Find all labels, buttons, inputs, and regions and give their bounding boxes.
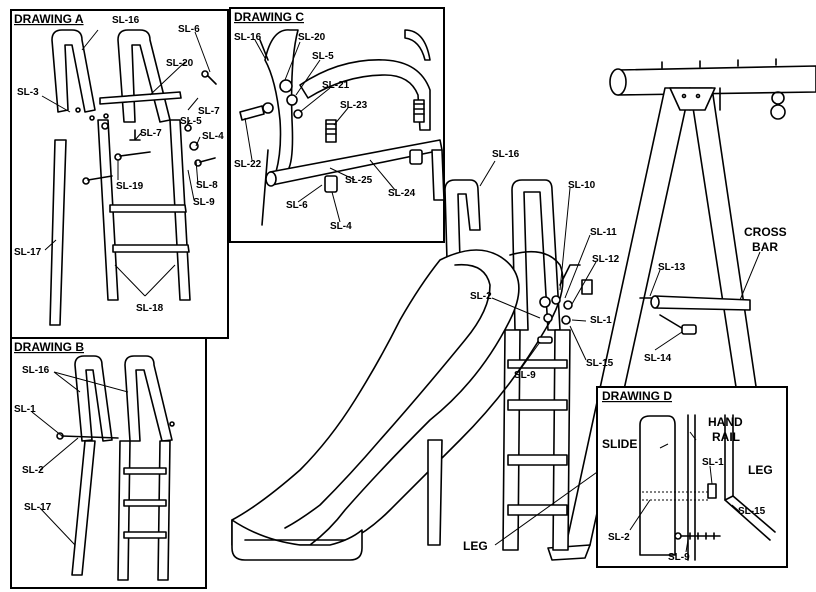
- label-c-sl16: SL-16: [234, 32, 262, 43]
- ladder: [502, 179, 571, 551]
- label-d-sl15: SL-15: [738, 506, 766, 517]
- wavy-slide: [231, 249, 564, 561]
- label-main-sl16: SL-16: [492, 149, 520, 160]
- drawing-b: DRAWING B SL-16 SL-1 SL-2 SL-17: [10, 337, 207, 589]
- label-c-sl4: SL-4: [330, 221, 352, 232]
- drawing-c: DRAWING C SL-16 SL-20: [229, 7, 445, 243]
- label-a-sl6: SL-6: [178, 24, 200, 35]
- label-b-sl17: SL-17: [24, 502, 52, 513]
- drawing-c-title: DRAWING C: [234, 10, 304, 24]
- label-a-sl9: SL-9: [193, 197, 215, 208]
- label-b-sl1: SL-1: [14, 404, 36, 415]
- label-d-slide: SLIDE: [602, 437, 637, 451]
- handrail: [444, 179, 481, 261]
- label-cross: CROSS: [744, 225, 787, 239]
- label-c-sl6: SL-6: [286, 200, 308, 211]
- label-a-sl16: SL-16: [112, 15, 140, 26]
- label-d-sl9: SL-9: [668, 552, 690, 563]
- drawing-d-title: DRAWING D: [602, 389, 672, 403]
- label-main-sl9: SL-9: [514, 370, 536, 381]
- label-main-sl11: SL-11: [590, 227, 617, 238]
- label-a-sl18: SL-18: [136, 303, 164, 314]
- label-main-sl15: SL-15: [586, 358, 614, 369]
- label-c-sl24: SL-24: [388, 188, 416, 199]
- drawing-d: DRAWING D HAND RAIL SLIDE SL-1 LEG SL-15…: [596, 386, 788, 568]
- label-a-sl7b: SL-7: [140, 128, 162, 139]
- label-a-sl19: SL-19: [116, 181, 144, 192]
- label-a-sl20: SL-20: [166, 58, 194, 69]
- label-bar: BAR: [752, 240, 778, 254]
- label-c-sl25: SL-25: [345, 175, 373, 186]
- label-c-sl20: SL-20: [298, 32, 326, 43]
- label-d-sl1: SL-1: [702, 457, 724, 468]
- label-c-sl23: SL-23: [340, 100, 368, 111]
- label-main-leg: LEG: [463, 539, 488, 553]
- label-a-sl7a: SL-7: [198, 106, 220, 117]
- label-d-hand: HAND: [708, 415, 743, 429]
- label-main-sl1: SL-1: [590, 315, 612, 326]
- label-c-sl22: SL-22: [234, 159, 262, 170]
- label-b-sl16: SL-16: [22, 365, 50, 376]
- label-d-leg: LEG: [748, 463, 773, 477]
- label-c-sl21: SL-21: [322, 80, 350, 91]
- cross-bar: [639, 295, 751, 335]
- drawing-b-title: DRAWING B: [14, 340, 84, 354]
- drawing-a-title: DRAWING A: [14, 12, 84, 26]
- label-main-sl12: SL-12: [592, 254, 620, 265]
- main-leader-lines: [479, 160, 761, 546]
- label-a-sl5: SL-5: [180, 116, 202, 127]
- label-c-sl5: SL-5: [312, 51, 334, 62]
- fasteners-cluster: [537, 264, 593, 344]
- label-a-sl3: SL-3: [17, 87, 39, 98]
- label-a-sl4: SL-4: [202, 131, 224, 142]
- label-main-sl13: SL-13: [658, 262, 686, 273]
- label-main-sl2: SL-2: [470, 291, 492, 302]
- label-b-sl2: SL-2: [22, 465, 44, 476]
- label-main-sl10: SL-10: [568, 180, 596, 191]
- label-d-rail: RAIL: [712, 430, 740, 444]
- label-a-sl17: SL-17: [14, 247, 42, 258]
- label-a-sl8: SL-8: [196, 180, 218, 191]
- label-main-sl14: SL-14: [644, 353, 672, 364]
- label-d-sl2: SL-2: [608, 532, 630, 543]
- drawing-a: DRAWING A S: [10, 9, 229, 339]
